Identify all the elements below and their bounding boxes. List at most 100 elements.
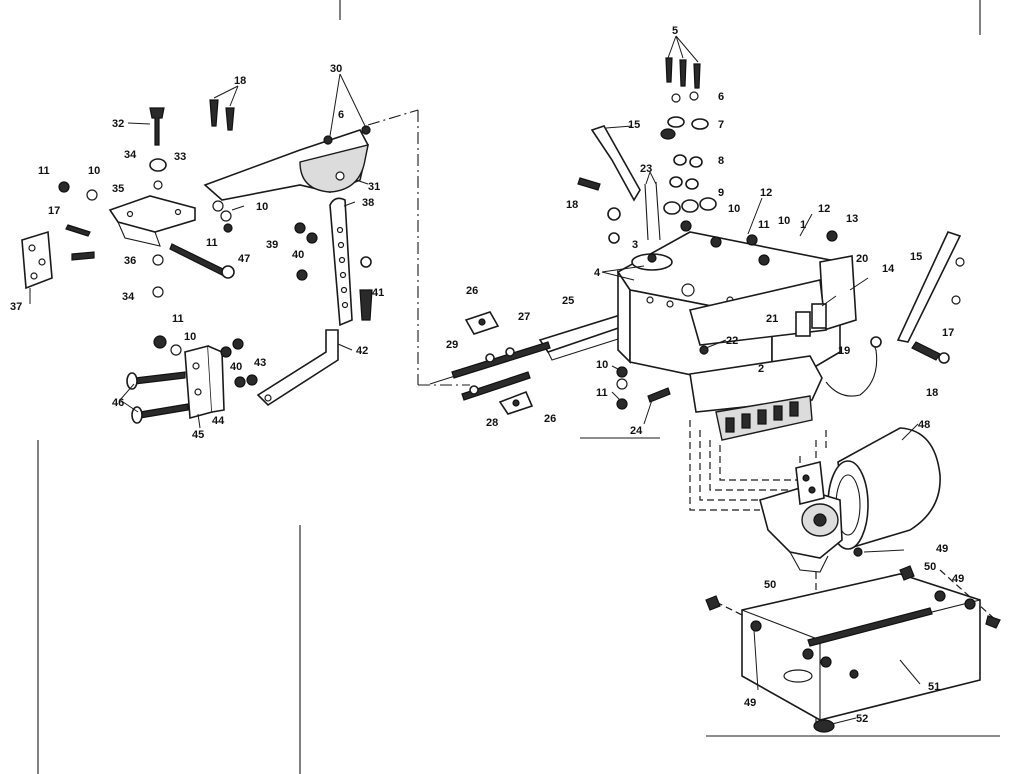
bolt <box>65 224 91 237</box>
spacer <box>149 158 167 172</box>
callout-15b: 15 <box>910 251 922 263</box>
trim-panel <box>689 355 823 413</box>
callout-39: 39 <box>266 239 278 251</box>
carriage-bolt <box>134 371 186 385</box>
callout-3: 3 <box>632 239 638 251</box>
callout-50b: 50 <box>924 561 936 573</box>
callout-4: 4 <box>594 267 601 279</box>
callout-10b: 10 <box>256 201 268 213</box>
callout-8: 8 <box>718 155 724 167</box>
callout-49a: 49 <box>936 543 948 555</box>
callout-12b: 12 <box>818 203 830 215</box>
mounting-rail <box>896 231 962 343</box>
callout-13: 13 <box>846 213 858 225</box>
callout-2: 2 <box>758 363 764 375</box>
chain-link <box>451 341 551 379</box>
callout-49b: 49 <box>744 697 756 709</box>
callout-52: 52 <box>856 713 868 725</box>
callout-19: 19 <box>838 345 850 357</box>
callout-37: 37 <box>10 301 22 313</box>
rail-bracket-assembly <box>203 99 470 386</box>
callout-11e: 11 <box>596 387 608 399</box>
callout-18b: 18 <box>566 199 578 211</box>
callout-18a: 18 <box>234 75 246 87</box>
callout-14: 14 <box>882 263 895 275</box>
callout-43: 43 <box>254 357 266 369</box>
callout-33: 33 <box>174 151 186 163</box>
callout-20: 20 <box>856 253 868 265</box>
callout-35: 35 <box>112 183 124 195</box>
callout-labels: 1 2 3 4 5 6 6 7 8 9 10 10 10 10 10 10 11… <box>10 25 964 725</box>
bolt <box>209 99 219 127</box>
callout-7: 7 <box>718 119 724 131</box>
callout-26a: 26 <box>466 285 478 297</box>
nut <box>296 269 308 281</box>
bolt <box>225 107 235 131</box>
mounting-bracket <box>184 344 213 420</box>
callout-31: 31 <box>368 181 380 193</box>
bolt <box>149 107 165 146</box>
callout-44: 44 <box>212 415 225 427</box>
nut <box>294 222 306 234</box>
bolt-stack <box>660 57 722 248</box>
callout-10c: 10 <box>184 331 196 343</box>
scan-border-lines <box>37 0 1000 774</box>
callout-15a: 15 <box>628 119 640 131</box>
callout-11c: 11 <box>172 313 184 325</box>
motor-assembly <box>715 427 999 722</box>
callout-34a: 34 <box>124 149 137 161</box>
callout-29: 29 <box>446 339 458 351</box>
callout-40b: 40 <box>230 361 242 373</box>
mounting-rail <box>590 125 641 202</box>
callout-41: 41 <box>372 287 384 299</box>
angle-iron <box>256 329 339 407</box>
callout-10f: 10 <box>596 359 608 371</box>
callout-48: 48 <box>918 419 930 431</box>
callout-30: 30 <box>330 63 342 75</box>
callout-45: 45 <box>192 429 204 441</box>
nut <box>58 181 70 193</box>
callout-28: 28 <box>486 417 498 429</box>
leader-lines <box>29 35 921 725</box>
callout-21: 21 <box>766 313 778 325</box>
callout-12a: 12 <box>760 187 772 199</box>
nut <box>306 232 318 244</box>
callout-18c: 18 <box>926 387 938 399</box>
callout-10d: 10 <box>728 203 740 215</box>
callout-51: 51 <box>928 681 940 693</box>
callout-42: 42 <box>356 345 368 357</box>
callout-1: 1 <box>800 219 806 231</box>
hanger-strap-assembly <box>256 197 373 407</box>
callout-11a: 11 <box>38 165 50 177</box>
callout-17b: 17 <box>942 327 954 339</box>
callout-6b: 6 <box>338 109 344 121</box>
callout-6: 6 <box>718 91 724 103</box>
callout-36: 36 <box>124 255 136 267</box>
callout-22: 22 <box>726 335 738 347</box>
drive-rail-parts <box>429 311 641 415</box>
callout-34b: 34 <box>122 291 135 303</box>
callout-24: 24 <box>630 425 643 437</box>
callout-10e: 10 <box>778 215 790 227</box>
callout-10a: 10 <box>88 165 100 177</box>
callout-17a: 17 <box>48 205 60 217</box>
end-plate <box>21 230 53 290</box>
bracket <box>108 195 196 233</box>
nut <box>153 335 167 349</box>
callout-40a: 40 <box>292 249 304 261</box>
callout-11b: 11 <box>206 237 218 249</box>
callout-38: 38 <box>362 197 374 209</box>
callout-47: 47 <box>238 253 250 265</box>
end-bracket-assembly <box>21 107 235 298</box>
power-wire <box>825 339 878 397</box>
switch-block <box>795 311 811 337</box>
callout-26b: 26 <box>544 413 556 425</box>
carriage-bolt <box>139 403 189 419</box>
callout-49c: 49 <box>952 573 964 585</box>
callout-11d: 11 <box>758 219 770 231</box>
callout-9: 9 <box>718 187 724 199</box>
bolt <box>577 177 601 191</box>
callout-23: 23 <box>640 163 652 175</box>
callout-32: 32 <box>112 118 124 130</box>
